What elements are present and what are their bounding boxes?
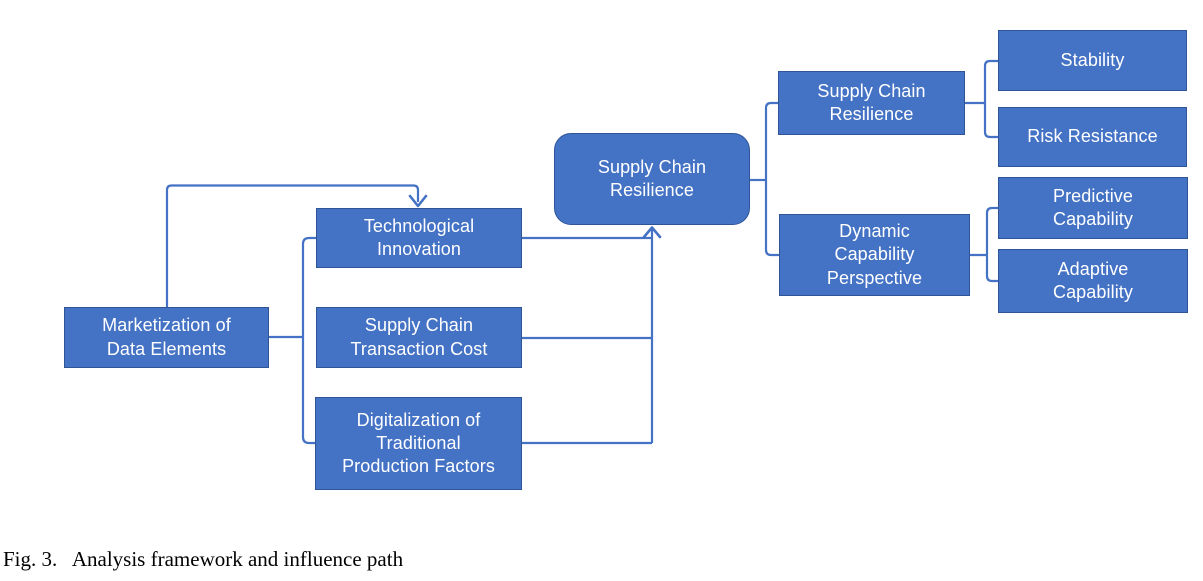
figure-caption: Fig. 3. Analysis framework and influence… [3, 547, 404, 571]
connector-top-route [165, 184, 420, 307]
connector-scr-bracket [983, 59, 998, 139]
node-digitalization-of-traditional-production-factors: Digitalization of Traditional Production… [315, 397, 522, 490]
node-marketization-of-data-elements: Marketization of Data Elements [64, 307, 269, 368]
node-technological-innovation: Technological Innovation [316, 208, 522, 268]
node-supply-chain-transaction-cost: Supply Chain Transaction Cost [316, 307, 522, 368]
node-supply-chain-resilience-central: Supply Chain Resilience [554, 133, 750, 225]
arrow-down-icon [408, 194, 428, 208]
node-stability: Stability [998, 30, 1187, 91]
node-supply-chain-resilience-dimension: Supply Chain Resilience [778, 71, 965, 135]
connector-left-bracket [301, 236, 316, 445]
node-predictive-capability: Predictive Capability [998, 177, 1188, 239]
connector-dynamic-bracket [985, 206, 998, 283]
node-risk-resistance: Risk Resistance [998, 107, 1187, 167]
node-dynamic-capability-perspective: Dynamic Capability Perspective [779, 214, 970, 296]
node-adaptive-capability: Adaptive Capability [998, 249, 1188, 313]
connector-center-bracket [764, 101, 779, 257]
arrow-up-icon [642, 226, 662, 239]
